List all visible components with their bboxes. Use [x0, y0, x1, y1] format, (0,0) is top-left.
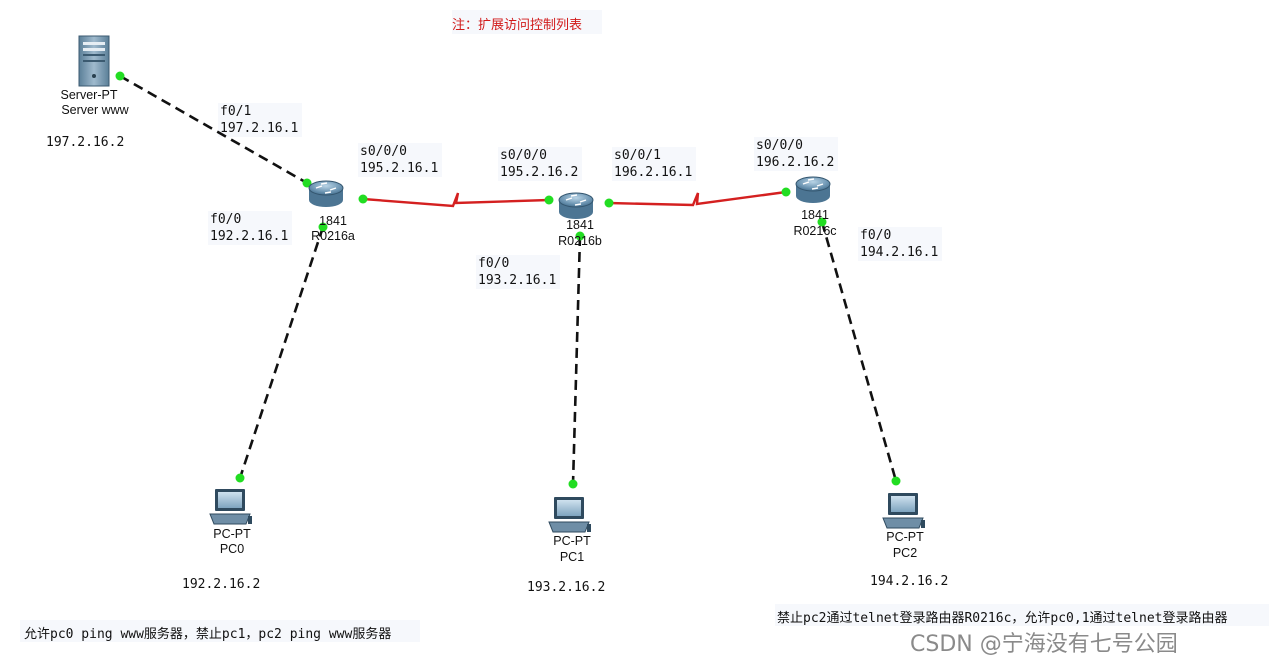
- label-bg: [218, 103, 302, 137]
- serial-link-rb-rc: [608, 190, 787, 207]
- interface-port-label: f0/0: [860, 228, 892, 243]
- interface-port-label: s0/0/0: [360, 144, 407, 159]
- watermark: CSDN @宁海没有七号公园: [910, 632, 1178, 657]
- port-dot: [358, 194, 368, 204]
- router-model-label: 1841: [566, 218, 594, 232]
- router-icon: [558, 192, 594, 219]
- ethernet-link-rb-pc1: [571, 235, 582, 485]
- interface-port-label: f0/0: [478, 256, 510, 271]
- router-r0216b[interactable]: 1841 R0216b: [558, 192, 602, 248]
- port-dot: [604, 198, 614, 208]
- port-dot: [318, 222, 328, 232]
- label-bg: [358, 143, 442, 177]
- pc0-ip-label: 192.2.16.2: [182, 577, 261, 592]
- router-icon: [795, 176, 831, 203]
- interface-ip-label: 197.2.16.1: [220, 121, 299, 136]
- server-ip-label: 197.2.16.2: [46, 135, 125, 150]
- title-note-bg: [452, 10, 602, 34]
- pc-icon: [882, 493, 925, 529]
- pc-name-label: PC2: [893, 546, 917, 560]
- label-bg: [498, 147, 582, 181]
- ethernet-link-ra-pc0: [238, 226, 325, 479]
- ethernet-link-server-ra: [119, 74, 308, 185]
- router-model-label: 1841: [319, 214, 347, 228]
- port-dot: [115, 71, 125, 81]
- label-bg: [476, 255, 560, 289]
- label-bg: [775, 604, 1269, 626]
- port-dot: [817, 217, 827, 227]
- router-icon: [308, 180, 344, 207]
- interface-ip-label: 196.2.16.1: [614, 165, 693, 180]
- server-type-label: Server-PT: [61, 88, 118, 102]
- pc-type-label: PC-PT: [886, 530, 924, 544]
- router-r0216a[interactable]: 1841 R0216a: [308, 180, 355, 243]
- port-dot: [235, 473, 245, 483]
- server-name-label: Server www: [61, 103, 129, 117]
- server-www[interactable]: Server-PT Server www: [61, 35, 130, 117]
- acl-note-ping: 允许pc0 ping www服务器，禁止pc1，pc2 ping www服务器: [24, 627, 392, 642]
- label-bg: [612, 147, 696, 181]
- link-ports: [115, 71, 901, 489]
- interface-ip-label: 196.2.16.2: [756, 155, 835, 170]
- interface-port-label: f0/0: [210, 212, 242, 227]
- interface-port-label: s0/0/0: [756, 138, 803, 153]
- port-dot: [544, 195, 554, 205]
- port-dot: [781, 187, 791, 197]
- interface-ip-label: 195.2.16.1: [360, 161, 439, 176]
- serial-link-ra-rb: [362, 192, 550, 208]
- interface-port-label: s0/0/0: [500, 148, 547, 163]
- port-dot: [302, 178, 312, 188]
- router-r0216c[interactable]: 1841 R0216c: [793, 176, 837, 238]
- port-dot: [575, 231, 585, 241]
- label-bg: [858, 227, 942, 261]
- router-model-label: 1841: [801, 208, 829, 222]
- pc-pc0[interactable]: PC-PT PC0: [209, 489, 252, 556]
- label-bg: [754, 137, 838, 171]
- interface-ip-label: 195.2.16.2: [500, 165, 579, 180]
- pc2-ip-label: 194.2.16.2: [870, 574, 949, 589]
- label-bg: [20, 620, 420, 642]
- port-dot: [568, 479, 578, 489]
- server-icon: [78, 35, 110, 87]
- router-name-label: R0216a: [311, 229, 355, 243]
- interface-ip-label: 194.2.16.1: [860, 245, 939, 260]
- interface-port-label: s0/0/1: [614, 148, 661, 163]
- pc-type-label: PC-PT: [553, 534, 591, 548]
- pc-name-label: PC1: [560, 550, 584, 564]
- pc-pc1[interactable]: PC-PT PC1: [548, 497, 591, 564]
- ethernet-link-rc-pc2: [820, 221, 898, 482]
- title-note: 注：扩展访问控制列表: [452, 18, 583, 33]
- pc-type-label: PC-PT: [213, 527, 251, 541]
- pc-pc2[interactable]: PC-PT PC2: [882, 493, 925, 560]
- pc1-ip-label: 193.2.16.2: [527, 580, 606, 595]
- pc-icon: [209, 489, 252, 525]
- interface-ip-label: 193.2.16.1: [478, 273, 557, 288]
- label-bg: [208, 211, 292, 245]
- port-dot: [891, 476, 901, 486]
- pc-name-label: PC0: [220, 542, 244, 556]
- acl-note-telnet: 禁止pc2通过telnet登录路由器R0216c，允许pc0,1通过telnet…: [777, 611, 1228, 626]
- interface-port-label: f0/1: [220, 104, 252, 119]
- router-name-label: R0216c: [793, 224, 836, 238]
- router-name-label: R0216b: [558, 234, 602, 248]
- links: [119, 74, 898, 485]
- pc-icon: [548, 497, 591, 533]
- interface-ip-label: 192.2.16.1: [210, 229, 289, 244]
